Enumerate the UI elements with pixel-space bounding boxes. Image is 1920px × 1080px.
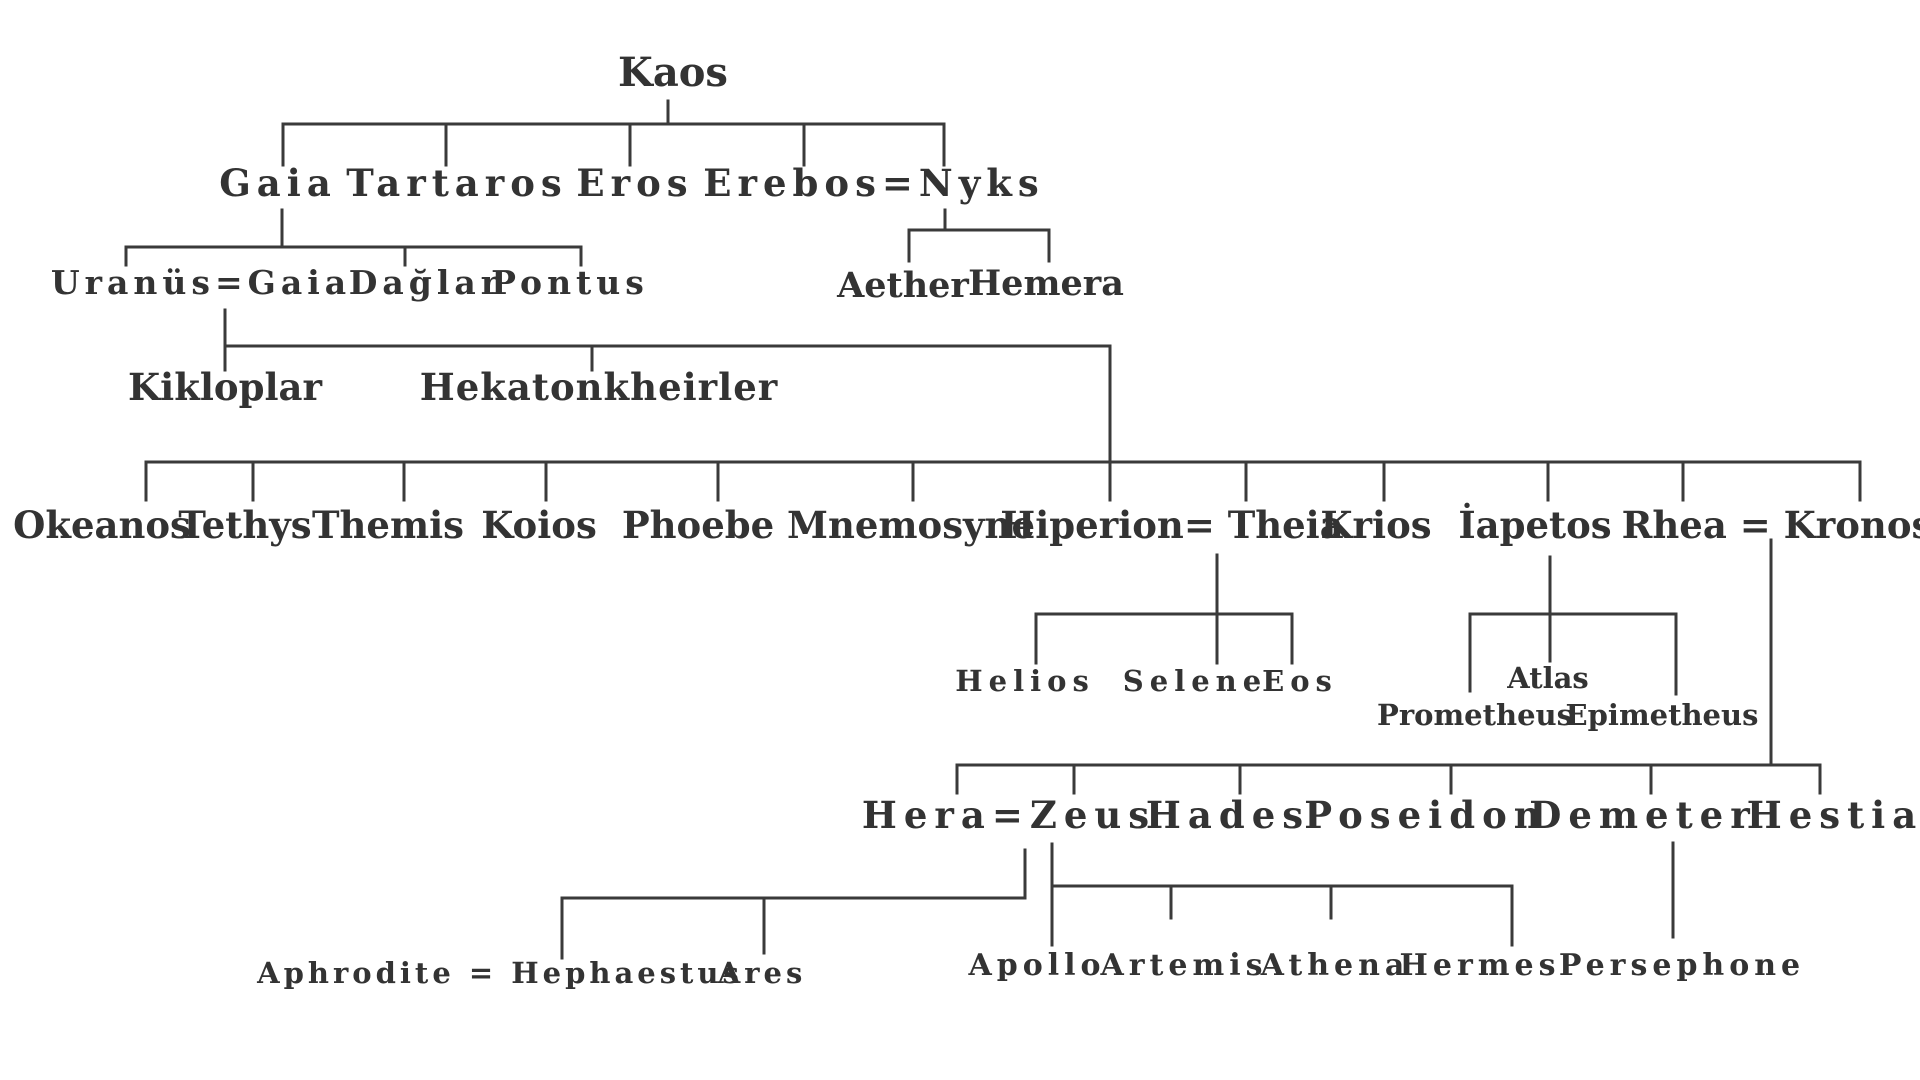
node-kikloplar: Kikloplar xyxy=(128,365,322,409)
node-daglar: Dağlar xyxy=(349,263,503,302)
node-hemera: Hemera xyxy=(968,263,1124,304)
node-kaos: Kaos xyxy=(618,49,728,96)
node-hiperion-theia: Hiperion= Theia xyxy=(1000,503,1343,547)
node-hekatonkheirler: Hekatonkheirler xyxy=(420,365,779,409)
node-eos: Eos xyxy=(1262,664,1338,698)
node-persephone: Persephone xyxy=(1559,948,1805,983)
node-mnemosyne: Mnemosyne xyxy=(787,503,1035,547)
node-iapetos: İapetos xyxy=(1458,502,1611,547)
connector-lines xyxy=(124,99,1862,960)
node-hermes: Hermes xyxy=(1400,948,1561,983)
node-koios: Koios xyxy=(481,503,597,547)
node-uranus-gaia: Uranüs=Gaia xyxy=(51,263,351,302)
node-tartaros: Tartaros xyxy=(346,161,568,205)
node-eros: Eros xyxy=(576,161,693,205)
node-epimetheus: Epimetheus xyxy=(1566,698,1759,732)
node-aether: Aether xyxy=(836,265,969,306)
node-atlas: Atlas xyxy=(1506,661,1589,695)
node-themis: Themis xyxy=(312,503,464,547)
node-apollo: Apollo xyxy=(967,948,1105,983)
node-selene: Selene xyxy=(1123,664,1267,698)
node-hestia: Hestia xyxy=(1747,793,1920,837)
node-gaia: Gaia xyxy=(219,161,337,205)
node-labels: Kaos Gaia Tartaros Eros Erebos=Nyks Uran… xyxy=(13,49,1920,990)
node-erebos-nyks: Erebos=Nyks xyxy=(703,161,1044,205)
node-athena: Athena xyxy=(1260,948,1410,983)
node-hades: Hades xyxy=(1146,793,1310,837)
node-krios: Krios xyxy=(1320,503,1431,547)
node-artemis: Artemis xyxy=(1099,948,1267,983)
node-rhea-kronos: Rhea = Kronos xyxy=(1622,503,1920,547)
node-phoebe: Phoebe xyxy=(622,503,774,547)
node-tethys: Tethys xyxy=(178,503,311,547)
node-hera-zeus: Hera=Zeus xyxy=(862,793,1156,837)
node-poseidon: Poseidon xyxy=(1304,793,1547,837)
node-aphrodite-hephaestus: Aphrodite = Hephaestus xyxy=(256,956,743,990)
node-demeter: Demeter xyxy=(1529,793,1756,837)
node-ares: Ares xyxy=(717,956,807,990)
node-helios: Helios xyxy=(955,664,1095,698)
node-okeanos: Okeanos xyxy=(13,503,191,547)
node-prometheus: Prometheus xyxy=(1377,698,1573,732)
node-pontus: Pontus xyxy=(491,263,649,302)
